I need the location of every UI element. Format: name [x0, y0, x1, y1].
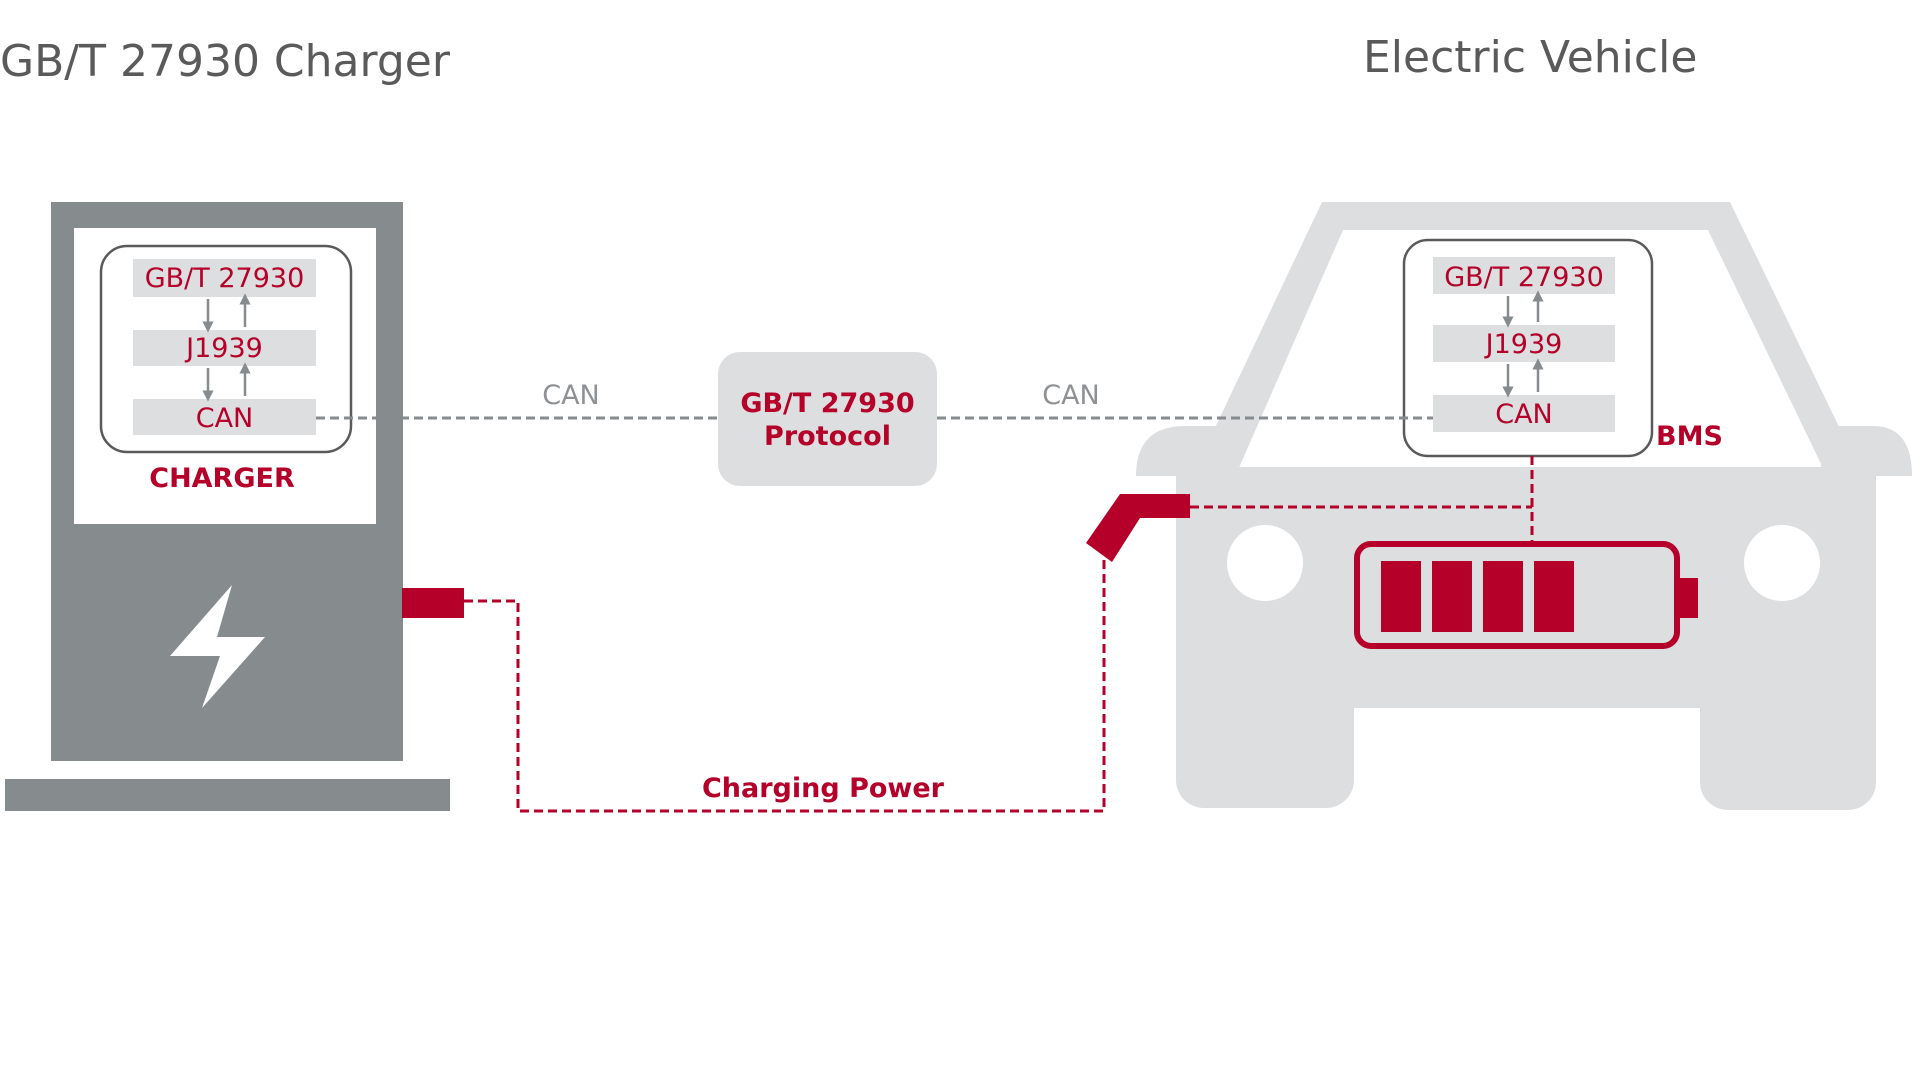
charger-stack-frame: [99, 244, 353, 454]
battery-cells: [1381, 561, 1574, 632]
charger-stack: GB/T 27930 J1939 CAN CHARGER: [99, 244, 353, 494]
protocol-line1: GB/T 27930: [740, 388, 914, 419]
charger-layer-bottom: [133, 399, 316, 435]
charger-label: CHARGER: [149, 463, 295, 494]
bms-stack: GB/T 27930 J1939 CAN BMS: [1402, 238, 1723, 458]
battery-cell: [1534, 561, 1574, 632]
charger-layer-bottom-label: CAN: [196, 403, 254, 434]
vehicle-headlight-left: [1227, 525, 1303, 601]
bms-layer-top: [1433, 257, 1615, 294]
battery-terminal: [1680, 578, 1698, 618]
charger-base: [5, 779, 450, 811]
battery-cell: [1381, 561, 1421, 632]
charging-power-label: Charging Power: [702, 773, 945, 804]
vehicle-title: Electric Vehicle: [1363, 32, 1697, 83]
up-down-arrows-icon: [1502, 290, 1544, 398]
charger-layer-middle-label: J1939: [184, 333, 263, 364]
vehicle-silhouette: [1136, 202, 1912, 810]
protocol-line2: Protocol: [764, 421, 891, 452]
charger-layer-top-label: GB/T 27930: [145, 263, 305, 294]
charger-title: GB/T 27930 Charger: [0, 36, 451, 87]
can-right-label: CAN: [1042, 380, 1100, 411]
vehicle-wheel-left: [1176, 680, 1354, 808]
charging-power-cable: [464, 556, 1106, 813]
battery-case: [1354, 541, 1680, 649]
protocol-box: GB/T 27930 Protocol: [718, 352, 937, 486]
vehicle-wheel-right: [1700, 680, 1876, 810]
bms-battery-link: [1190, 456, 1534, 541]
charging-plug-icon: [1086, 494, 1190, 562]
charger-layer-middle: [133, 330, 316, 366]
battery-cell: [1432, 561, 1472, 632]
protocol-box-bg: [718, 352, 937, 486]
bms-layer-bottom: [1433, 395, 1615, 432]
bms-layer-middle: [1433, 325, 1615, 362]
bms-layer-middle-label: J1939: [1484, 329, 1563, 360]
lightning-bolt-icon: [170, 585, 265, 708]
bms-layer-top-label: GB/T 27930: [1444, 262, 1604, 293]
can-left-label: CAN: [542, 380, 600, 411]
charger-outlet: [402, 588, 464, 618]
can-link-right: CAN: [937, 380, 1433, 420]
vehicle-headlight-right: [1744, 525, 1820, 601]
vehicle-body: [1136, 426, 1912, 708]
can-link-left: CAN: [316, 380, 718, 420]
battery-cell: [1483, 561, 1523, 632]
bms-label: BMS: [1656, 421, 1723, 452]
charger-layer-top: [133, 259, 316, 297]
bms-layer-bottom-label: CAN: [1495, 399, 1553, 430]
battery-icon: [1354, 541, 1698, 649]
up-down-arrows-icon: [202, 293, 251, 402]
